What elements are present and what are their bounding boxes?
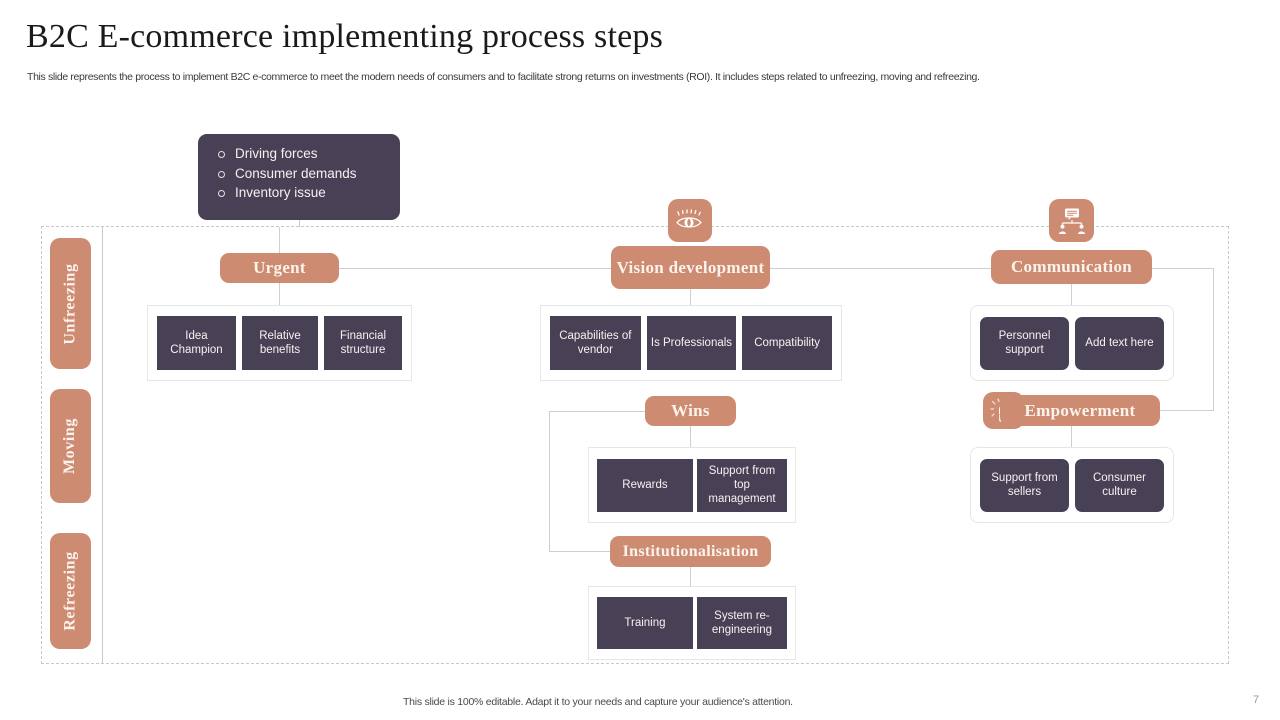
- connector-empowerment-drop: [1071, 426, 1072, 447]
- connector-communication-right: [1152, 268, 1214, 269]
- node-group-wins: Rewards Support from top management: [588, 447, 796, 523]
- branch-header-wins[interactable]: Wins: [645, 396, 736, 426]
- branch-header-urgent-text: Urgent: [253, 258, 306, 277]
- stage-rail-divider: [102, 226, 103, 664]
- driving-forces-list: Driving forces Consumer demands Inventor…: [198, 144, 400, 203]
- node-box[interactable]: Rewards: [597, 458, 693, 512]
- stage-label-moving-text: Moving: [61, 417, 79, 475]
- connector-vision-to-communication: [770, 268, 991, 269]
- node-box[interactable]: Relative benefits: [241, 316, 319, 370]
- branch-header-institutionalisation[interactable]: Institutionalisation: [610, 536, 771, 567]
- people-meeting-icon: [1049, 199, 1094, 242]
- node-box[interactable]: Consumer culture: [1075, 458, 1164, 512]
- connector-wins-left: [549, 411, 645, 412]
- stage-label-unfreezing[interactable]: Unfreezing: [50, 238, 91, 369]
- node-box[interactable]: Idea Champion: [157, 316, 236, 370]
- node-box[interactable]: Compatibility: [742, 316, 832, 370]
- node-group-empowerment: Support from sellers Consumer culture: [970, 447, 1174, 523]
- connector-driving-to-urgent: [279, 227, 280, 253]
- branch-header-urgent[interactable]: Urgent: [220, 253, 339, 283]
- page-title: B2C E-commerce implementing process step…: [26, 18, 664, 55]
- node-box[interactable]: Training: [597, 597, 693, 649]
- connector-vision-drop: [690, 289, 691, 305]
- stage-label-refreezing[interactable]: Refreezing: [50, 533, 91, 649]
- branch-header-vision-text: Vision development: [616, 257, 765, 277]
- node-box[interactable]: Is Professionals: [646, 316, 737, 370]
- driving-forces-card[interactable]: Driving forces Consumer demands Inventor…: [198, 134, 400, 220]
- node-box[interactable]: Capabilities of vendor: [550, 316, 641, 370]
- connector-urgent-to-vision: [339, 268, 611, 269]
- branch-header-wins-text: Wins: [671, 401, 710, 420]
- slide-subtitle: This slide represents the process to imp…: [27, 71, 980, 83]
- node-box[interactable]: Personnel support: [980, 316, 1069, 370]
- branch-header-vision[interactable]: Vision development: [611, 246, 770, 289]
- list-item: Consumer demands: [216, 164, 400, 184]
- connector-wins-drop: [690, 426, 691, 447]
- connector-left-vertical: [549, 411, 550, 552]
- connector-right-vertical: [1213, 268, 1214, 411]
- footer-note: This slide is 100% editable. Adapt it to…: [403, 696, 793, 708]
- branch-header-communication[interactable]: Communication: [991, 250, 1152, 284]
- list-item: Inventory issue: [216, 183, 400, 203]
- connector-communication-drop: [1071, 284, 1072, 305]
- node-group-communication: Personnel support Add text here: [970, 305, 1174, 381]
- node-box[interactable]: Add text here: [1075, 316, 1164, 370]
- node-group-institutionalisation: Training System re-engineering: [588, 586, 796, 660]
- node-box[interactable]: Support from sellers: [980, 458, 1069, 512]
- list-item: Driving forces: [216, 144, 400, 164]
- stage-label-refreezing-text: Refreezing: [61, 551, 79, 631]
- stage-label-moving[interactable]: Moving: [50, 389, 91, 503]
- branch-header-empowerment-text: Empowerment: [1024, 400, 1136, 420]
- branch-header-communication-text: Communication: [1010, 257, 1132, 276]
- connector-urgent-drop: [279, 283, 280, 305]
- branch-header-empowerment[interactable]: Empowerment: [1000, 395, 1160, 426]
- branch-header-institutionalisation-text: Institutionalisation: [622, 542, 759, 560]
- eye-icon: [668, 199, 712, 242]
- node-box[interactable]: Financial structure: [324, 316, 403, 370]
- page-number: 7: [1253, 694, 1260, 706]
- connector-institution-drop: [690, 567, 691, 586]
- stage-label-unfreezing-text: Unfreezing: [61, 262, 79, 345]
- connector-driving-card-stub: [299, 220, 300, 227]
- diagram-frame: [41, 226, 1229, 664]
- node-group-urgent: Idea Champion Relative benefits Financia…: [147, 305, 412, 381]
- node-box[interactable]: System re-engineering: [696, 597, 787, 649]
- connector-left-to-institution: [549, 551, 610, 552]
- connector-right-to-empowerment: [1160, 410, 1214, 411]
- node-group-vision: Capabilities of vendor Is Professionals …: [540, 305, 842, 381]
- node-box[interactable]: Support from top management: [696, 458, 787, 512]
